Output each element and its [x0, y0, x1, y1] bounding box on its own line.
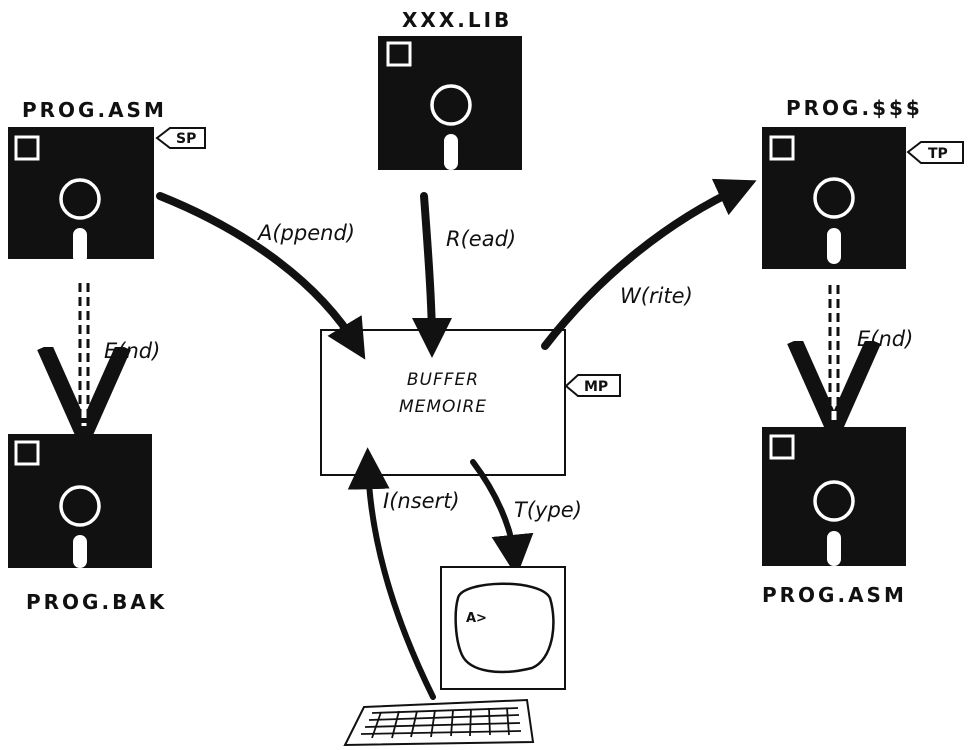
- write-protect-notch: [769, 434, 795, 460]
- disk-label-prog-asm-source: PROG.ASM: [22, 98, 167, 122]
- arrow-label-type: T(ype): [514, 498, 582, 522]
- hub-hole: [430, 84, 472, 126]
- write-protect-notch: [14, 440, 40, 466]
- pointer-tag-mp: [564, 374, 621, 397]
- hub-hole: [813, 480, 855, 522]
- write-protect-notch: [14, 135, 40, 161]
- read-slot: [73, 228, 87, 264]
- write-protect-notch: [386, 41, 412, 67]
- disk-label-xxx-lib: XXX.LIB: [402, 8, 512, 32]
- monitor-frame: [440, 566, 566, 690]
- hub-hole: [59, 485, 101, 527]
- arrow-label-end-left: E(nd): [104, 339, 160, 363]
- arrow-label-insert: I(nsert): [383, 489, 460, 513]
- arrow-write: [541, 178, 757, 350]
- pointer-tag-label: SP: [176, 131, 196, 147]
- arrow-label-append: A(ppend): [256, 221, 355, 245]
- hub-hole: [59, 178, 101, 220]
- keyboard-keys: [360, 707, 522, 739]
- keyboard-icon: [343, 698, 535, 747]
- disk-prog-asm-result: PROG.ASM: [762, 427, 907, 607]
- disk-label-prog-bak: PROG.BAK: [26, 590, 167, 614]
- read-slot: [827, 228, 841, 264]
- arrow-type: [470, 459, 534, 577]
- arrow-label-write: W(rite): [620, 284, 693, 308]
- disk-label-prog-asm-result: PROG.ASM: [762, 583, 907, 607]
- screen-prompt: A>: [466, 611, 487, 626]
- write-protect-notch: [769, 135, 795, 161]
- buffer-label-line2: MEMOIRE: [399, 397, 487, 417]
- pointer-tag-tp: [906, 141, 964, 164]
- pointer-tag-label: MP: [584, 379, 608, 395]
- disk-label-prog-temp: PROG.$$$: [786, 96, 923, 120]
- terminal-monitor: A>: [440, 566, 566, 690]
- disk-xxx-lib: XXX.LIB: [378, 8, 522, 170]
- pointer-tag-sp: [155, 127, 206, 149]
- arrow-insert: [347, 447, 436, 700]
- arrow-append: [156, 192, 366, 360]
- buffer-memory: BUFFER MEMOIRE MP: [320, 329, 621, 476]
- read-slot: [444, 134, 458, 170]
- monitor-screen: [454, 582, 555, 674]
- read-slot: [73, 535, 87, 568]
- disk-prog-bak: PROG.BAK: [8, 434, 167, 614]
- read-slot: [827, 531, 841, 566]
- disk-prog-asm-source: PROG.ASM SP: [8, 98, 206, 264]
- pointer-tag-label: TP: [928, 146, 948, 162]
- arrow-label-end-right: E(nd): [857, 327, 913, 351]
- buffer-label-line1: BUFFER: [407, 370, 479, 390]
- arrow-read: [411, 192, 452, 358]
- disk-prog-temp: PROG.$$$ TP: [762, 96, 964, 269]
- arrow-label-read: R(ead): [446, 227, 516, 251]
- hub-hole: [813, 177, 855, 219]
